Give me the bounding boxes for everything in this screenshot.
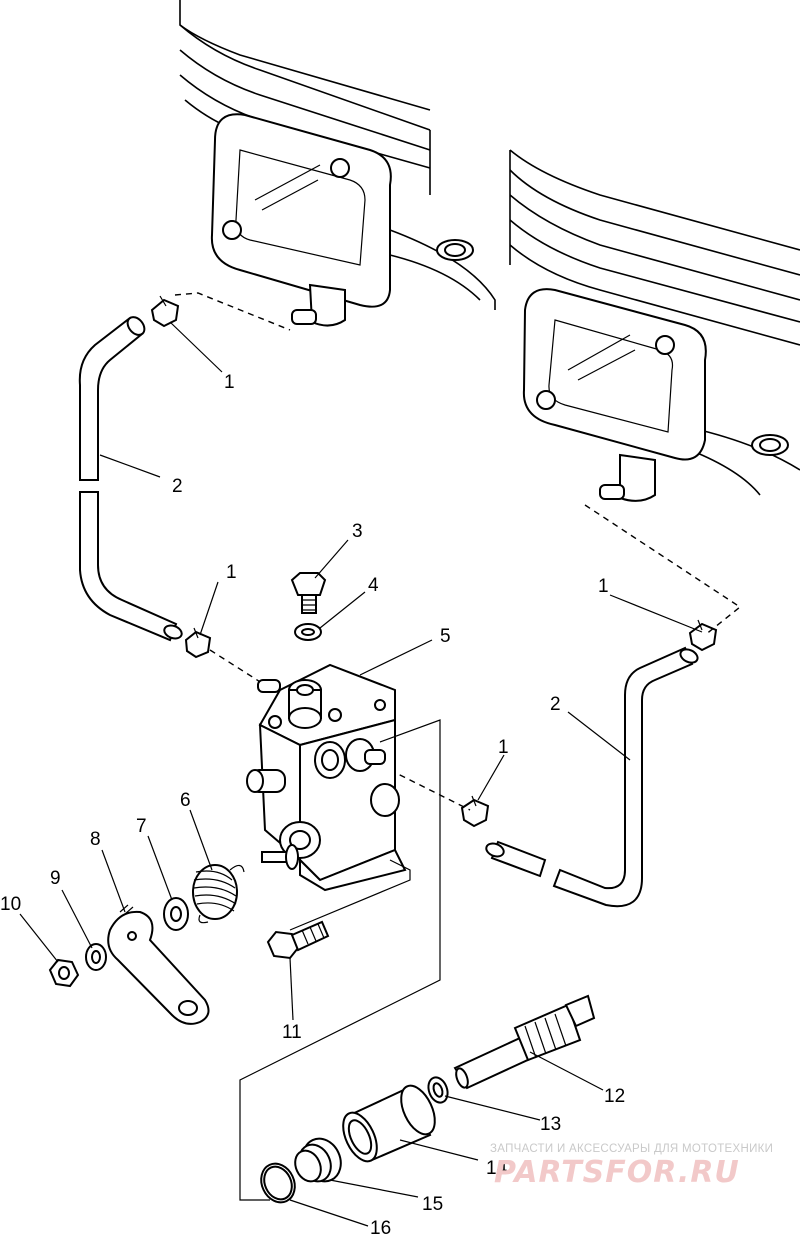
callout-13: 13: [540, 1114, 561, 1135]
callout-15: 15: [422, 1194, 443, 1215]
watermark-tagline: ЗАПЧАСТИ И АКСЕССУАРЫ ДЛЯ МОТОТЕХНИКИ: [490, 1143, 773, 1155]
watermark: ЗАПЧАСТИ И АКСЕССУАРЫ ДЛЯ МОТОТЕХНИКИ PA…: [490, 1143, 773, 1190]
callout-10: 10: [0, 894, 21, 915]
callout-5: 5: [440, 626, 451, 647]
shaft-spring: [294, 1137, 342, 1183]
callouts: 1 2 1 3 4 5 1 2 1 6 7 8 9 10 11 12 13 14…: [0, 372, 625, 1234]
callout-9: 9: [50, 868, 61, 889]
mounting-bolt: [266, 920, 330, 960]
callout-1: 1: [226, 562, 237, 583]
washer-7: [163, 897, 189, 931]
drive-shaft: [453, 994, 596, 1090]
callout-1: 1: [598, 576, 609, 597]
callout-7: 7: [136, 816, 147, 837]
sealing-washer: [294, 623, 322, 641]
oil-pump: [246, 663, 407, 892]
bleed-screw: [290, 572, 327, 614]
callout-2: 2: [550, 694, 561, 715]
shaft-o-ring: [427, 1076, 449, 1104]
callout-8: 8: [90, 829, 101, 850]
control-lever: [107, 904, 210, 1025]
clamp-upper-left: [150, 295, 180, 328]
clamp-upper-right: [688, 619, 718, 652]
callout-2: 2: [172, 476, 183, 497]
callout-16: 16: [370, 1218, 391, 1234]
lever-nut: [48, 958, 80, 988]
callout-14: 14: [486, 1158, 508, 1179]
large-o-ring: [260, 1162, 296, 1204]
hose-left: [78, 316, 183, 642]
clamp-lower-right: [460, 795, 490, 828]
cylinder-upper-left: [179, 0, 496, 327]
hose-right: [485, 646, 699, 908]
lock-washer: [85, 943, 107, 971]
leader-lines: [19, 321, 703, 1227]
callout-6: 6: [180, 790, 191, 811]
clamp-lower-left: [184, 627, 212, 659]
callout-12: 12: [604, 1086, 625, 1107]
callout-1: 1: [224, 372, 235, 393]
callout-1: 1: [498, 737, 509, 758]
control-spring: [192, 864, 245, 924]
shaft-bushing: [342, 1084, 436, 1163]
callout-11: 11: [282, 1022, 302, 1043]
callout-4: 4: [368, 575, 379, 596]
cylinder-upper-right: [509, 149, 800, 502]
callout-3: 3: [352, 521, 363, 542]
watermark-brand: PARTSFOR.RU: [494, 1155, 740, 1190]
exploded-frame: [239, 719, 441, 1201]
